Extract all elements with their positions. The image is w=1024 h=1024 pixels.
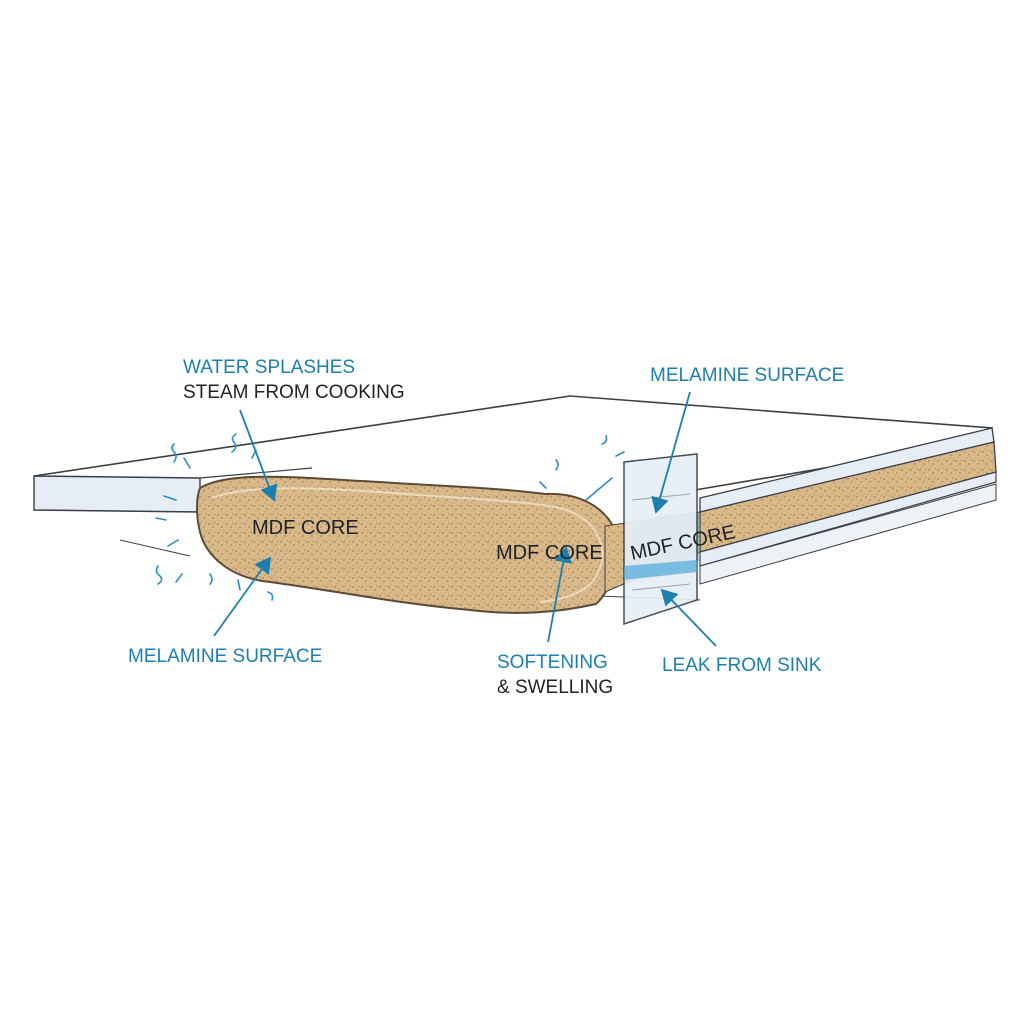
swollen-mdf-core xyxy=(196,475,619,614)
melamine-surface-label-bottom: MELAMINE SURFACE xyxy=(128,646,322,667)
water-splash-icon xyxy=(539,435,625,501)
melamine-surface-label-top: MELAMINE SURFACE xyxy=(650,365,844,386)
water-splash-icon xyxy=(155,433,274,601)
mdf-core-label-middle: MDF CORE xyxy=(496,542,603,564)
swelling-label: & SWELLING xyxy=(497,677,613,698)
steam-label: STEAM FROM COOKING xyxy=(183,382,405,403)
leader-lines xyxy=(213,391,717,647)
sink-panel-icon xyxy=(623,453,698,626)
countertop-slab xyxy=(33,395,997,601)
water-splashes-label: WATER SPLASHES xyxy=(183,357,355,378)
softening-label: SOFTENING xyxy=(497,652,608,673)
mdf-core-label-left: MDF CORE xyxy=(252,517,359,539)
left-edge-melamine xyxy=(33,475,201,513)
core-inner-edge xyxy=(211,487,604,603)
leak-from-sink-label: LEAK FROM SINK xyxy=(662,655,822,676)
right-melamine-bottom-layer xyxy=(699,471,997,567)
